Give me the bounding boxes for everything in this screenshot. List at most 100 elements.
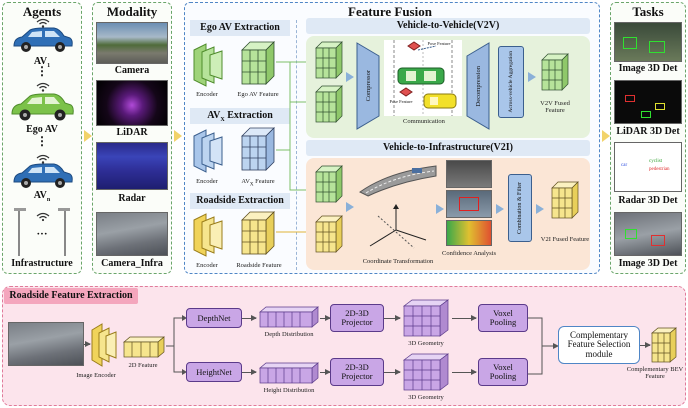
v2i-arrow-2 xyxy=(436,204,444,214)
ego-feature-label: Ego AV Feature xyxy=(237,91,279,98)
roadside-input-image xyxy=(8,322,84,366)
lidar-image xyxy=(96,80,168,126)
infra-label: Infrastructure xyxy=(11,258,73,269)
v2v-arrow-2 xyxy=(528,72,536,82)
pose-feature-1: Pose Feature xyxy=(427,41,451,46)
fusion-connectors xyxy=(276,61,306,233)
roadside-arrow-1 xyxy=(84,341,91,347)
combination-box: Combination & Filter xyxy=(508,174,532,242)
v2i-arrow-3 xyxy=(496,204,504,214)
camera-infra-image xyxy=(96,212,168,256)
radar-legend-car: car xyxy=(621,163,628,168)
lidar-label: LiDAR xyxy=(116,127,148,138)
compressor-label: Compressor xyxy=(364,70,372,102)
rs-extraction-header xyxy=(190,193,290,209)
task-radar-3d-det: car cyclist pedestrian xyxy=(614,142,682,192)
roadside-arrow-5 xyxy=(320,369,331,375)
camera-infra-label: Camera_Infra xyxy=(101,258,163,269)
task-image-3d-det-2 xyxy=(614,212,682,256)
v2i-arrow-1 xyxy=(346,202,354,212)
avx-feature-cube xyxy=(241,127,275,171)
v2i-header xyxy=(306,140,590,156)
roadside-arrow-3 xyxy=(242,369,257,375)
wifi-icon xyxy=(36,82,50,92)
radar-image xyxy=(96,142,168,190)
dots-1: ⋮ xyxy=(36,64,48,78)
bev-feature-cube xyxy=(651,327,677,363)
v2i-fused-cube xyxy=(551,181,579,219)
feature-2d-icon xyxy=(123,336,165,358)
image-encoder-label: Image Encoder xyxy=(76,372,116,379)
cfs-module-box: Complementary Feature Selection module xyxy=(558,326,640,364)
av1-label: AV1 xyxy=(33,56,51,69)
coord-label: Coordinate Transformation xyxy=(362,258,434,265)
bev-feature-label: Complementary BEV Feature xyxy=(626,366,684,381)
geometry-label-2: 3D Geometry xyxy=(408,394,444,401)
voxel-pooling-box-2: Voxel Pooling xyxy=(478,358,528,386)
compressor-shape xyxy=(356,42,380,130)
coordinate-axes xyxy=(369,204,427,249)
roadside-branches xyxy=(166,315,187,375)
avx-encoder-icon xyxy=(193,129,223,173)
task-2-label: LiDAR 3D Det xyxy=(616,126,680,137)
avx-extraction-header xyxy=(190,108,290,124)
pose-feature-2: Pose Feature xyxy=(389,99,413,104)
v2v-header xyxy=(306,18,590,34)
streetlight-icon xyxy=(14,208,70,256)
fusion-divider xyxy=(296,20,297,270)
road-scene xyxy=(359,165,437,197)
radar-label: Radar xyxy=(118,193,146,204)
roadside-title-bg xyxy=(4,288,138,304)
fusion-to-tasks-arrow xyxy=(602,130,610,142)
ego-car-icon xyxy=(11,93,74,121)
tasks-title: Tasks xyxy=(632,4,664,19)
ego-label: Ego AV xyxy=(26,124,58,135)
geometry-cube-1 xyxy=(402,299,450,337)
roadside-arrow-7 xyxy=(384,369,401,375)
decompression-label: Decompression xyxy=(474,65,482,107)
roadside-arrow-8 xyxy=(452,315,477,321)
decompression-shape xyxy=(466,42,490,130)
aggregation-box: Across-vehicle Aggregation xyxy=(498,46,524,118)
feature-2d-label: 2D Feature xyxy=(128,362,158,369)
roadside-title: Roadside Feature Extraction xyxy=(9,290,133,301)
voxel-pooling-box-1: Voxel Pooling xyxy=(478,304,528,332)
projector-box-2: 2D-3D Projector xyxy=(330,358,384,386)
rs-feature-label: Roadside Feature xyxy=(236,262,282,269)
confidence-image-3 xyxy=(446,220,492,246)
infra-dots: ··· xyxy=(36,228,48,240)
camera-label: Camera xyxy=(114,65,150,76)
task-4-label: Image 3D Det xyxy=(618,258,678,269)
v2v-fused-cube xyxy=(541,53,569,91)
roadside-merge-lines xyxy=(528,317,559,375)
v2i-rs-cube xyxy=(315,215,343,253)
roadside-arrow-6 xyxy=(384,315,401,321)
image-encoder-icon xyxy=(91,323,117,367)
roadside-arrow-4 xyxy=(320,315,331,321)
roadside-arrow-9 xyxy=(452,369,477,375)
rs-feature-cube xyxy=(241,211,275,255)
task-1-label: Image 3D Det xyxy=(618,63,678,74)
geometry-label-1: 3D Geometry xyxy=(408,340,444,347)
task-image-3d-det-1 xyxy=(614,22,682,62)
wifi-icon xyxy=(36,154,50,164)
height-distribution-icon xyxy=(259,362,319,384)
avx-feature-label: AVX Feature xyxy=(241,178,275,188)
confidence-image-1 xyxy=(446,160,492,188)
roadside-arrow-2 xyxy=(242,315,257,321)
wifi-icon xyxy=(36,18,50,28)
camera-image xyxy=(96,22,168,64)
v2i-arrow-4 xyxy=(536,204,544,214)
ego-encoder-label: Encoder xyxy=(196,91,218,98)
ego-encoder-icon xyxy=(193,43,223,87)
communication-label: Communication xyxy=(403,118,445,125)
avn-label: AVn xyxy=(33,190,51,203)
v2v-arrow-1 xyxy=(346,72,354,82)
heightnet-box: HeightNet xyxy=(186,362,242,382)
ego-extraction-header xyxy=(190,20,290,36)
projector-box-1: 2D-3D Projector xyxy=(330,304,384,332)
v2i-fused-label: V2I Fused Feature xyxy=(540,236,590,243)
rs-extraction-title: Roadside Extraction xyxy=(196,195,284,206)
height-distribution-label: Height Distribution xyxy=(263,387,315,394)
depthnet-box: DepthNet xyxy=(186,308,242,328)
